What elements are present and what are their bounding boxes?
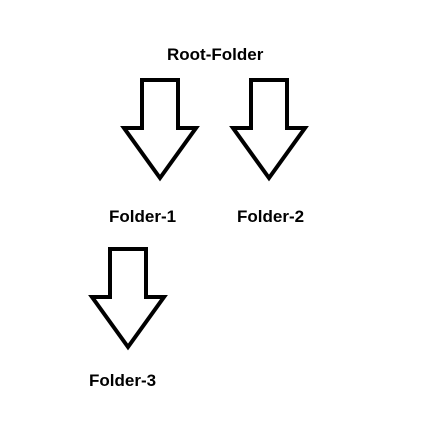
arrow-down-icon-root-to-folder-1: [120, 78, 200, 182]
arrow-down-icon-folder-1-to-folder-3: [88, 247, 168, 351]
node-folder-3-label: Folder-3: [89, 371, 157, 390]
node-folder-2-label: Folder-2: [237, 207, 305, 226]
arrow-down-icon-root-to-folder-2: [229, 78, 309, 182]
node-root-folder-label: Root-Folder: [167, 45, 264, 64]
node-folder-1-label: Folder-1: [109, 207, 177, 226]
